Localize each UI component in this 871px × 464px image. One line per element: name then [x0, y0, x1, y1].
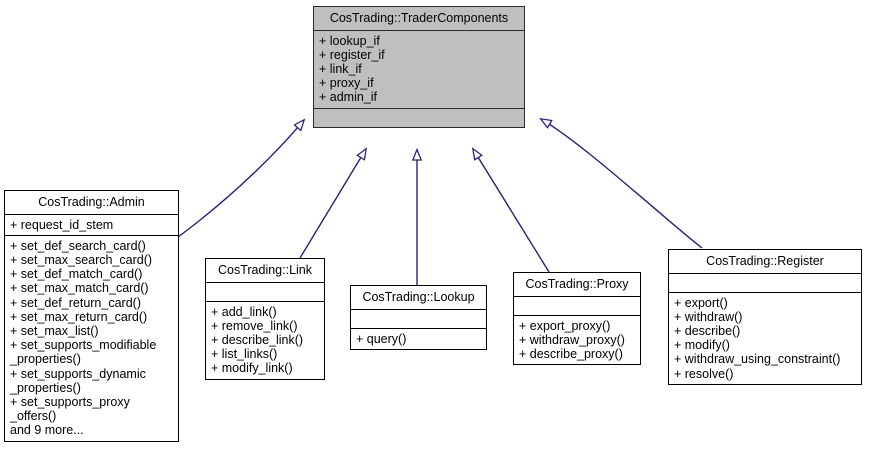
class-operation: + set_supports_proxy	[10, 394, 130, 409]
class-box-proxy[interactable]: CosTrading::Proxy + export_proxy() + wit…	[513, 272, 641, 366]
class-operation: + set_max_match_card()	[10, 281, 149, 296]
edge-link-to-trader	[299, 147, 368, 259]
class-separator	[206, 300, 324, 302]
class-attributes-register	[669, 274, 861, 292]
class-attribute: + lookup_if	[319, 33, 380, 48]
class-operation-continuation: _properties()	[10, 380, 81, 395]
class-operations-lookup: + query()	[351, 329, 486, 349]
class-name-lookup: CosTrading::Lookup	[362, 290, 475, 304]
class-attribute: + proxy_if	[319, 76, 374, 91]
class-operation: + set_supports_dynamic	[10, 366, 146, 381]
class-operations-register: + export() + withdraw() + describe() + m…	[669, 293, 861, 384]
class-box-admin[interactable]: CosTrading::Admin + request_id_stem + se…	[4, 190, 179, 442]
class-separator	[351, 308, 486, 310]
class-operation: + set_def_search_card()	[10, 238, 146, 253]
class-operation-more: and 9 more...	[10, 423, 84, 438]
class-operations-admin: + set_def_search_card() + set_max_search…	[5, 236, 178, 441]
class-name-trader-components: CosTrading::TraderComponents	[329, 11, 509, 25]
class-operation: + set_max_list()	[10, 323, 99, 338]
class-operation: + describe_link()	[211, 332, 304, 347]
class-operation: + query()	[356, 331, 407, 346]
class-name-admin: CosTrading::Admin	[38, 195, 145, 209]
edge-register-to-trader	[539, 117, 703, 249]
class-attributes-link	[206, 283, 324, 301]
class-operation: + describe()	[674, 323, 741, 338]
class-separator	[669, 291, 861, 293]
class-separator	[314, 29, 524, 31]
class-operation: + modify()	[674, 338, 730, 353]
class-name-proxy: CosTrading::Proxy	[525, 277, 629, 291]
class-operation-continuation: _offers()	[10, 409, 57, 424]
class-operation: + export_proxy()	[519, 318, 611, 333]
class-operations-proxy: + export_proxy() + withdraw_proxy() + de…	[514, 316, 640, 365]
class-operation: + resolve()	[674, 366, 734, 381]
class-attributes-admin: + request_id_stem	[5, 215, 178, 235]
class-operation: + modify_link()	[211, 361, 293, 376]
class-operation: + add_link()	[211, 304, 277, 319]
class-operation: + list_links()	[211, 347, 278, 362]
class-box-link[interactable]: CosTrading::Link + add_link() + remove_l…	[205, 258, 325, 380]
class-separator	[514, 314, 640, 316]
class-operation-continuation: _properties()	[10, 352, 81, 367]
class-separator	[314, 107, 524, 109]
class-attributes-trader-components: + lookup_if + register_if + link_if + pr…	[314, 31, 524, 108]
class-operation: + set_def_return_card()	[10, 295, 141, 310]
class-operation: + describe_proxy()	[519, 346, 623, 361]
class-separator	[669, 272, 861, 274]
class-operation: + withdraw_using_constraint()	[674, 352, 841, 367]
class-operation: + set_def_match_card()	[10, 267, 143, 282]
class-box-trader-components[interactable]: CosTrading::TraderComponents + lookup_if…	[313, 6, 525, 128]
class-attribute: + admin_if	[319, 90, 378, 105]
class-attribute: + link_if	[319, 61, 362, 76]
class-attribute: + request_id_stem	[10, 217, 114, 232]
edge-proxy-to-trader	[471, 147, 550, 273]
class-box-register[interactable]: CosTrading::Register + export() + withdr…	[668, 249, 862, 385]
class-operations-trader-components	[314, 109, 524, 127]
class-attributes-proxy	[514, 297, 640, 315]
class-operation: + set_max_search_card()	[10, 252, 153, 267]
class-attribute: + register_if	[319, 47, 385, 62]
class-operation: + export()	[674, 295, 728, 310]
class-attributes-lookup	[351, 310, 486, 328]
class-operation: + set_max_return_card()	[10, 309, 148, 324]
class-separator	[351, 327, 486, 329]
class-name-register: CosTrading::Register	[706, 254, 824, 268]
class-box-lookup[interactable]: CosTrading::Lookup + query()	[350, 285, 487, 350]
class-operation: + withdraw_proxy()	[519, 332, 625, 347]
class-operation: + withdraw()	[674, 309, 743, 324]
class-operation: + set_supports_modifiable	[10, 338, 157, 353]
class-name-link: CosTrading::Link	[217, 263, 313, 277]
class-separator	[514, 295, 640, 297]
class-operation: + remove_link()	[211, 318, 298, 333]
class-operations-link: + add_link() + remove_link() + describe_…	[206, 302, 324, 379]
